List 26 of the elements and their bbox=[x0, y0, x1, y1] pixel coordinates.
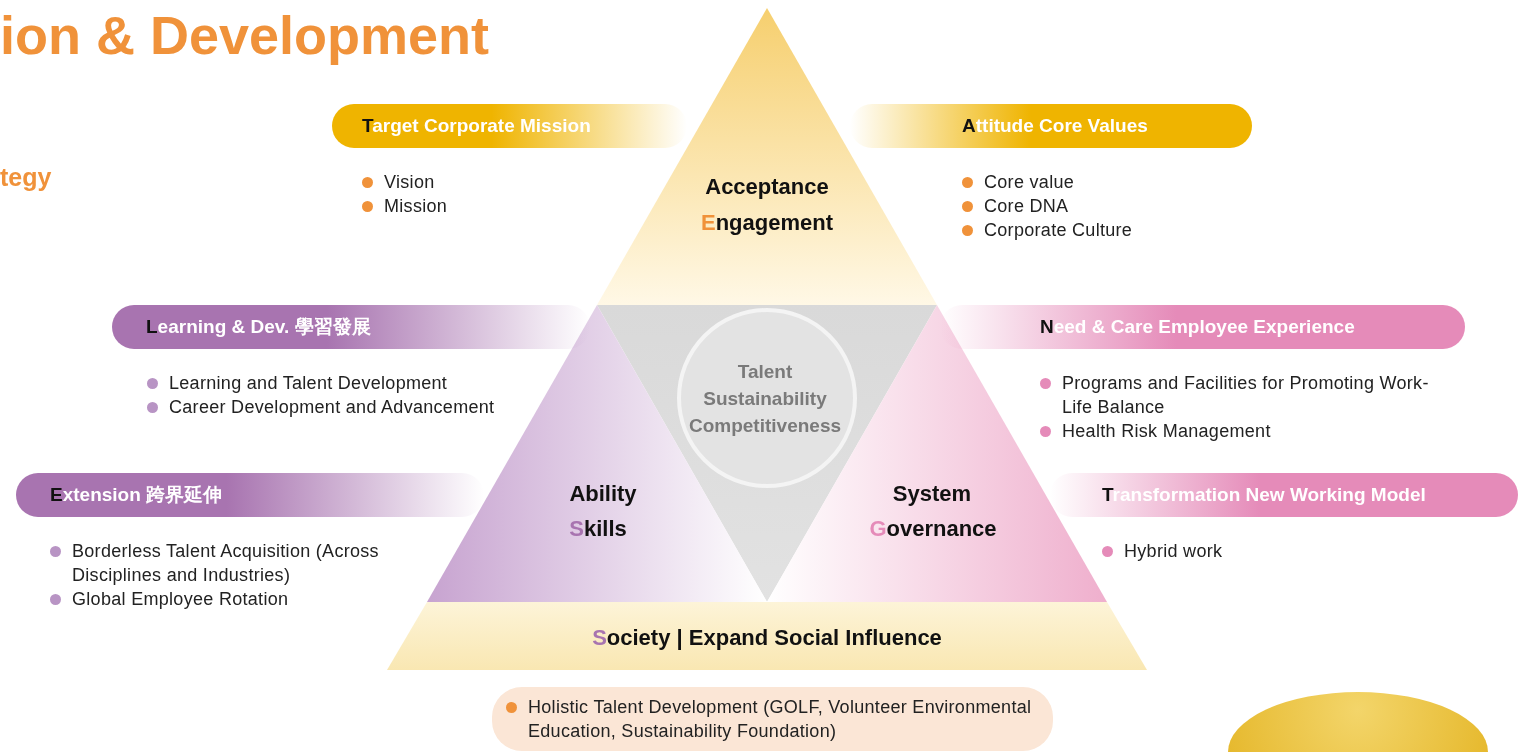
section-heading: Attitude Core Values bbox=[850, 104, 1252, 148]
page-title: ion & Development bbox=[0, 4, 490, 66]
bullet-item: Learning and Talent Development bbox=[147, 371, 588, 395]
diagram-label: System bbox=[892, 481, 972, 507]
bullet-item: Borderless Talent Acquisition (Across Disciplines and Industries) bbox=[50, 539, 410, 587]
diagram-label: Acceptance bbox=[705, 174, 829, 200]
bullet-item: Core DNA bbox=[962, 194, 1248, 218]
diagram-label: Talent Sustainability Competitiveness bbox=[687, 359, 842, 438]
subtitle-text: tegy bbox=[0, 163, 52, 192]
bullet-item: Hybrid work bbox=[1102, 539, 1514, 563]
bullet-item: Programs and Facilities for Promoting Work-Life Balance bbox=[1040, 371, 1440, 419]
bullet-item: Global Employee Rotation bbox=[50, 587, 410, 611]
diagram-label: Skills bbox=[569, 516, 627, 542]
bullet-item: Career Development and Advancement bbox=[147, 395, 588, 419]
bullet-item: Health Risk Management bbox=[1040, 419, 1440, 443]
diagram-label: Ability bbox=[569, 481, 637, 507]
bullet-item: Mission bbox=[362, 194, 683, 218]
note-box bbox=[492, 687, 1053, 751]
bullet-item: Holistic Talent Development (GOLF, Volunteer Environmental Education, Sustainability Foundation) bbox=[506, 695, 1036, 743]
diagram-label: Society | Expand Social Influence bbox=[592, 625, 942, 651]
diagram-label: Engagement bbox=[701, 210, 833, 236]
section-heading: Target Corporate Mission bbox=[332, 104, 687, 148]
bullet-item: Core value bbox=[962, 170, 1248, 194]
bullet-item: Corporate Culture bbox=[962, 218, 1248, 242]
bullet-item: Vision bbox=[362, 170, 683, 194]
diagram-label: Governance bbox=[869, 516, 997, 542]
